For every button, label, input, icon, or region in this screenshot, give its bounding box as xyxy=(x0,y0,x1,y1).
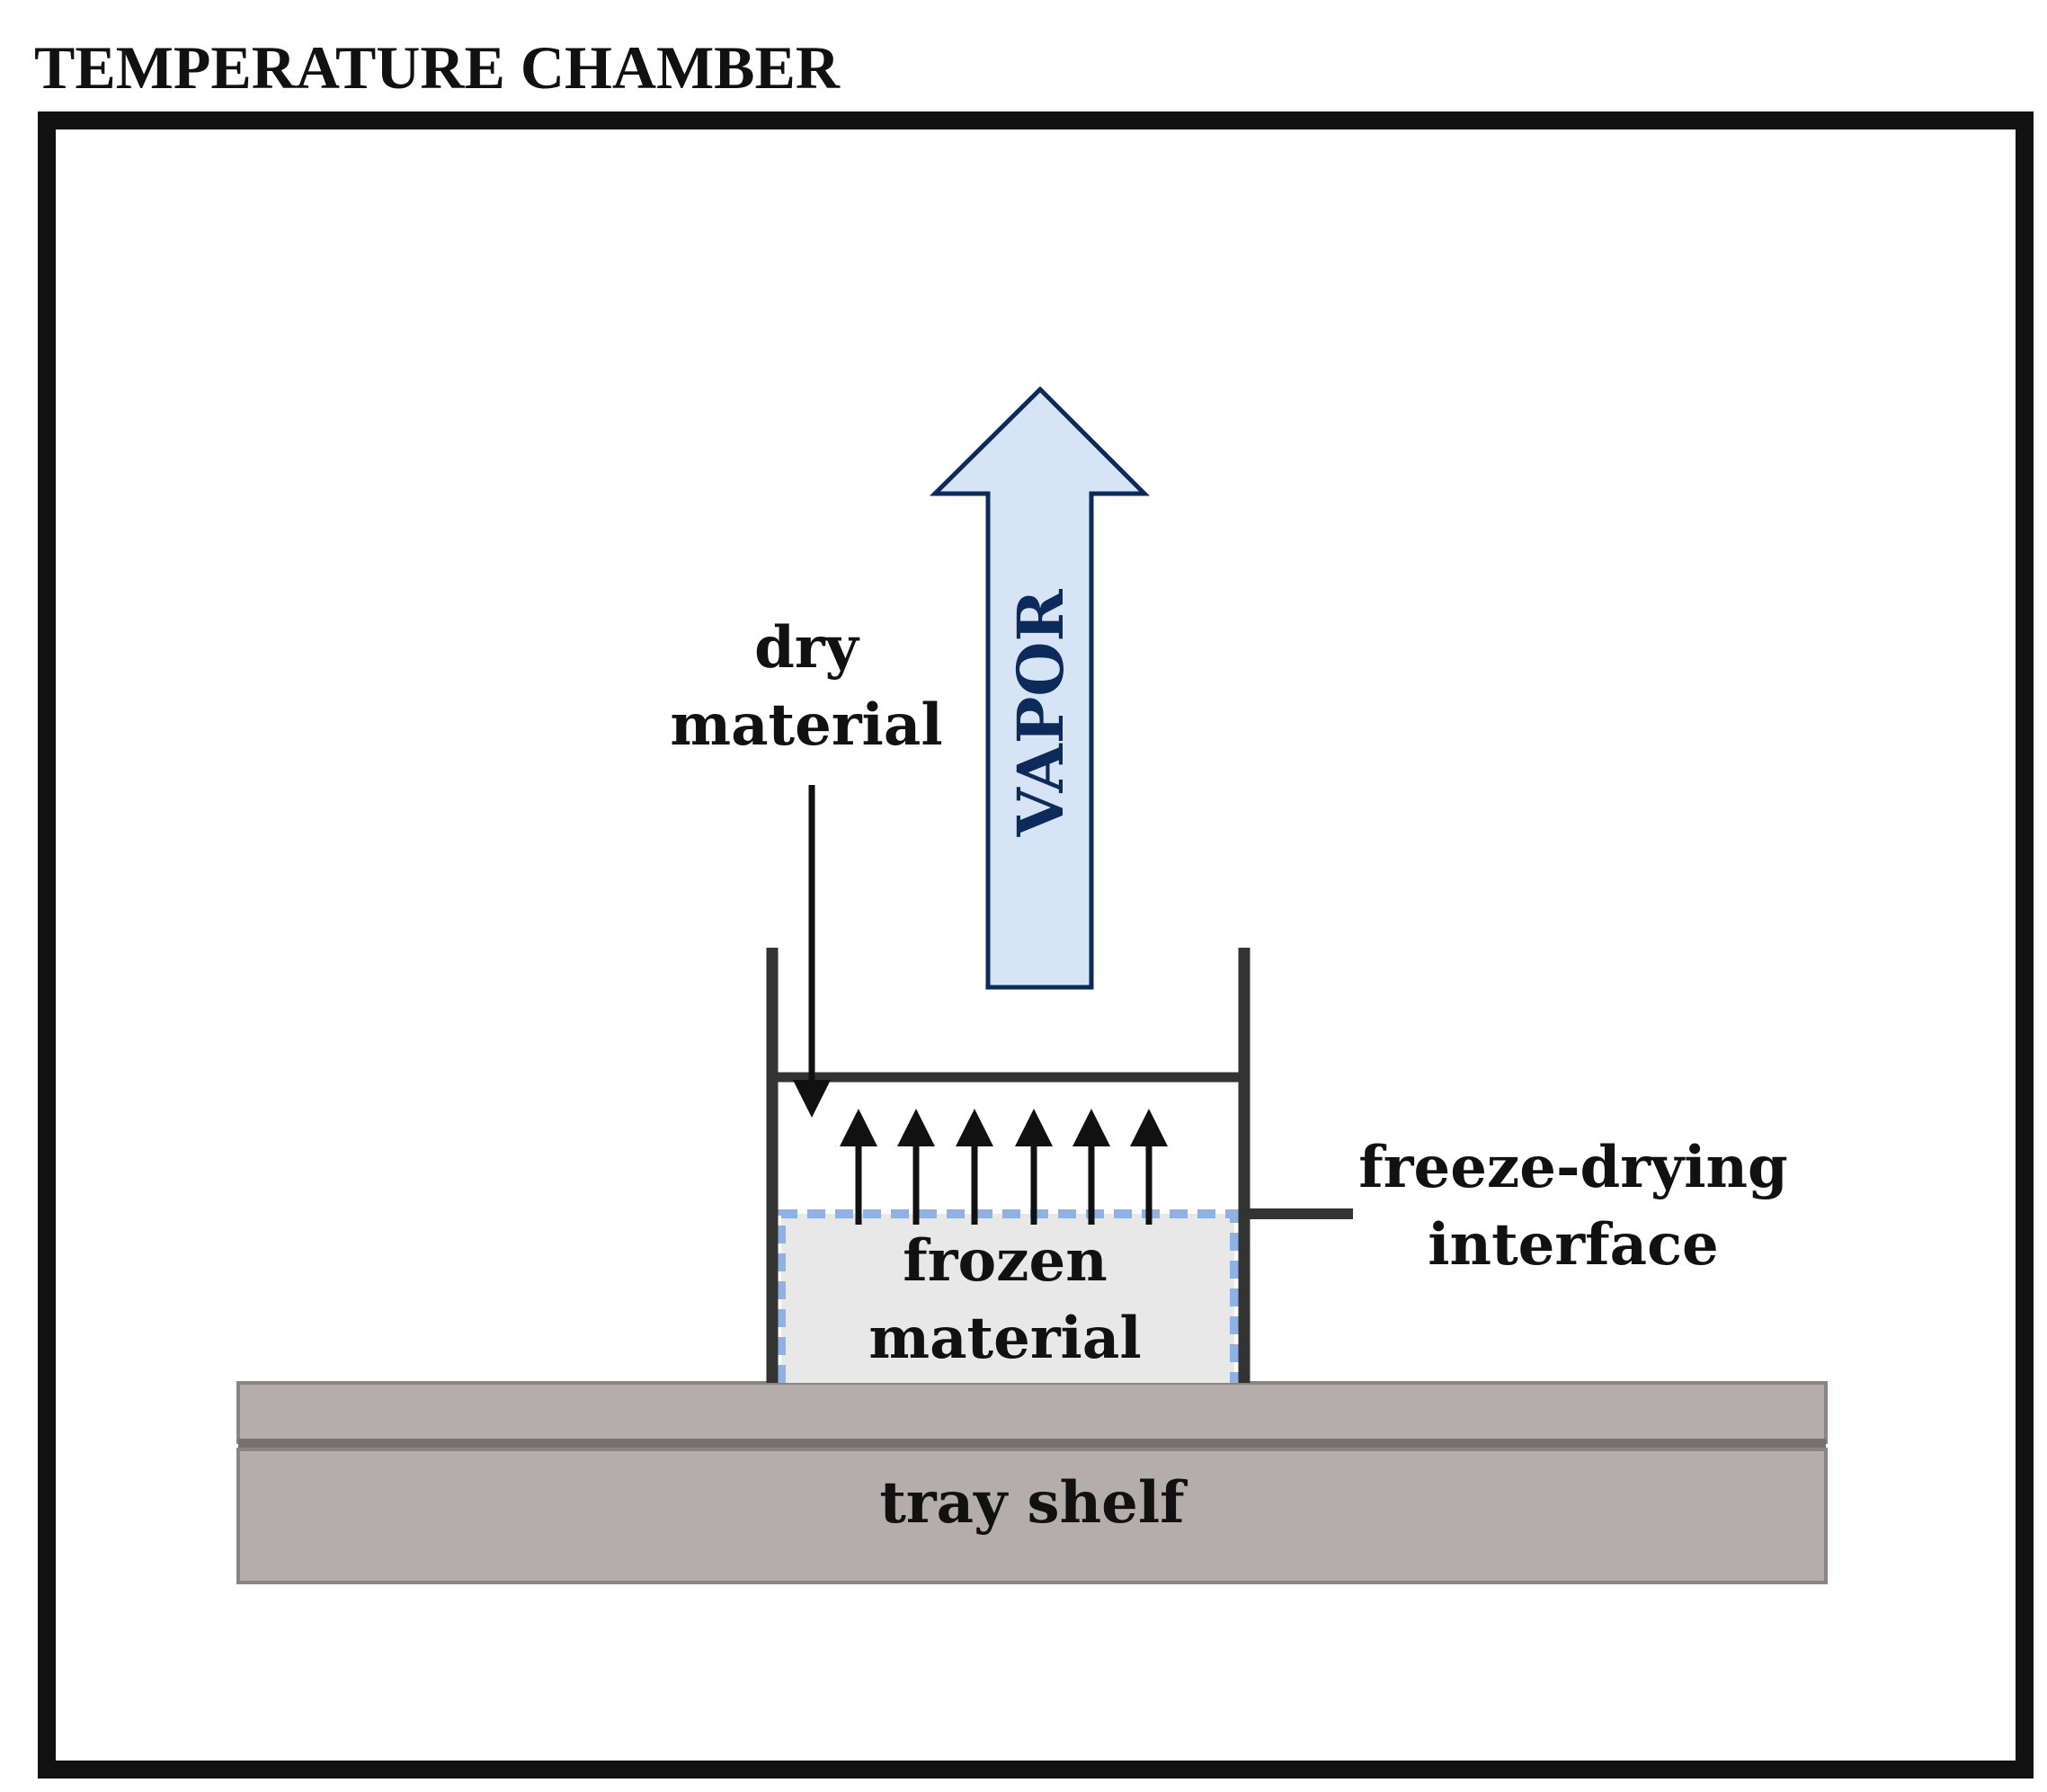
dry-material-label-line1: dry xyxy=(754,614,859,682)
shelf-divider xyxy=(238,1439,1826,1449)
interface-label-line2: interface xyxy=(1428,1211,1719,1279)
vapor-arrow: VAPOR xyxy=(929,386,1151,990)
tray-shelf-label: tray shelf xyxy=(879,1469,1188,1537)
up-arrow-icon xyxy=(929,386,1151,990)
frozen-material-block xyxy=(781,1214,1234,1383)
sublimation-arrows xyxy=(840,1109,1168,1225)
freeze-drying-interface-line xyxy=(777,1209,1239,1383)
chamber-title: TEMPERATURE CHAMBER xyxy=(34,33,841,102)
tray-shelf: tray shelf xyxy=(236,1381,1828,1584)
frozen-material-label-line2: material xyxy=(868,1305,1141,1372)
shelf-top-layer xyxy=(236,1381,1828,1444)
dry-material-label-line2: material xyxy=(670,691,942,759)
interface-label-line1: freeze-drying xyxy=(1358,1134,1788,1201)
shelf-body xyxy=(236,1448,1828,1584)
chamber-border xyxy=(38,111,2034,1779)
frozen-material-label-line1: frozen xyxy=(903,1227,1108,1295)
vapor-label: VAPOR xyxy=(1003,589,1078,838)
vial xyxy=(766,948,1250,1383)
